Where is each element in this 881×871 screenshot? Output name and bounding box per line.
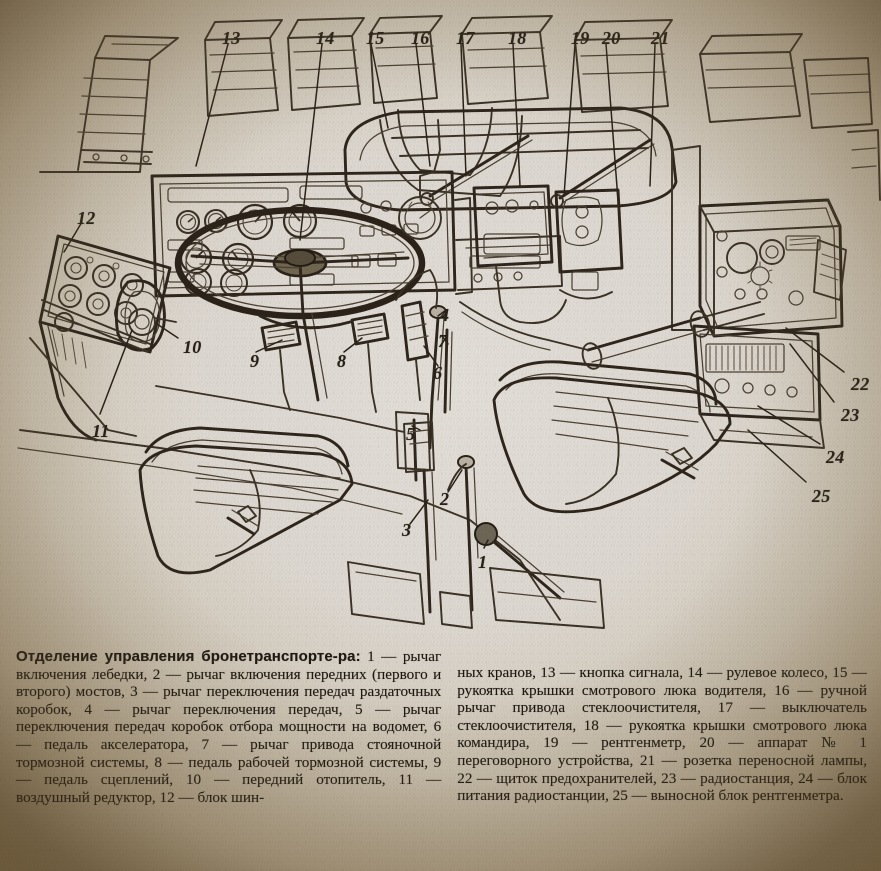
callout-number-25: 25 — [812, 486, 831, 506]
commander-seat-group — [492, 360, 732, 514]
callout-number-9: 9 — [250, 351, 260, 371]
callout-number-21: 21 — [651, 28, 670, 48]
callout-number-8: 8 — [337, 351, 347, 371]
callout-number-16: 16 — [411, 28, 430, 48]
figure-caption: Отделение управления бронетранспорте-ра:… — [0, 640, 881, 871]
callout-number-23: 23 — [841, 405, 860, 425]
caption-right-text: ных кранов, 13 — кнопка сигнала, 14 — ру… — [457, 664, 867, 805]
caption-column-left: Отделение управления бронетранспорте-ра:… — [16, 648, 441, 871]
callout-number-5: 5 — [406, 424, 416, 444]
callout-number-22: 22 — [851, 374, 870, 394]
callout-number-24: 24 — [826, 447, 845, 467]
callout-number-12: 12 — [77, 208, 96, 228]
callout-number-10: 10 — [183, 337, 202, 357]
caption-heading: Отделение управления бронетранспорте-ра: — [16, 648, 361, 665]
callout-number-1: 1 — [478, 552, 488, 572]
callout-number-7: 7 — [438, 331, 448, 351]
callout-number-11: 11 — [92, 421, 110, 441]
callout-number-18: 18 — [508, 28, 527, 48]
intercom-unit-group — [472, 184, 624, 324]
callout-number-14: 14 — [316, 28, 335, 48]
callout-number-3: 3 — [402, 520, 412, 540]
windshield-group — [343, 106, 678, 212]
caption-column-right: ных кранов, 13 — кнопка сигнала, 14 — ру… — [441, 648, 867, 871]
callout-number-19: 19 — [571, 28, 590, 48]
radio-equipment-group — [671, 129, 881, 449]
callout-number-6: 6 — [433, 363, 443, 383]
caption-left-text: 1 — рычаг включения лебедки, 2 — рычаг в… — [16, 648, 442, 806]
callout-number-15: 15 — [366, 28, 385, 48]
callout-number-13: 13 — [222, 28, 241, 48]
callout-number-4: 4 — [440, 305, 450, 325]
floor-controls-group — [17, 269, 605, 629]
technical-diagram: .l {fill:none;stroke:#3b3226;stroke-widt… — [17, 15, 881, 629]
callout-number-17: 17 — [456, 28, 475, 48]
callout-number-20: 20 — [602, 28, 621, 48]
driver-seat-group — [138, 426, 354, 575]
callout-number-2: 2 — [440, 489, 450, 509]
